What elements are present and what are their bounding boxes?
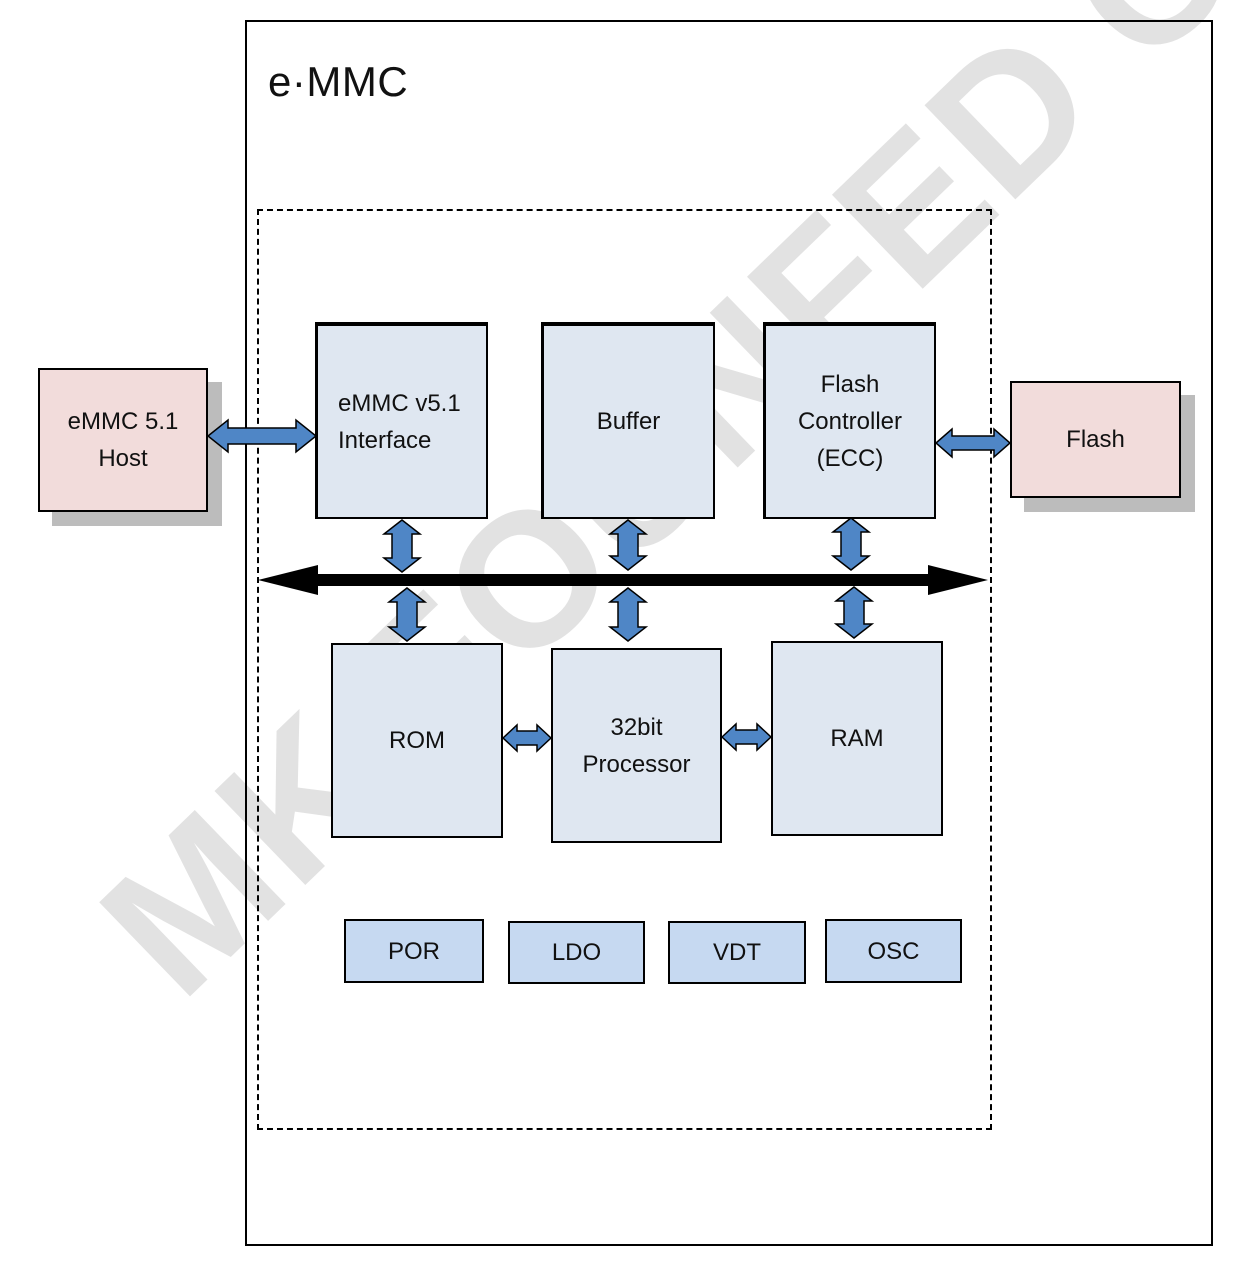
vdt-block: VDT [668, 921, 806, 984]
rom-block: ROM [331, 643, 503, 838]
processor-block: 32bit Processor [551, 648, 722, 843]
flash-controller-block: Flash Controller (ECC) [763, 322, 936, 519]
controller-flash-arrow [934, 427, 1012, 459]
flash-block: Flash [1010, 381, 1181, 498]
rom-processor-arrow [501, 723, 553, 753]
interface-block: eMMC v5.1 Interface [315, 322, 488, 519]
por-block: POR [344, 919, 484, 983]
ram-block: RAM [771, 641, 943, 836]
bus-processor-arrow [607, 587, 649, 642]
processor-ram-arrow [720, 722, 773, 752]
controller-boundary [257, 209, 992, 1130]
emmc-title: e·MMC [268, 58, 409, 105]
interface-bus-arrow [381, 519, 423, 573]
osc-block: OSC [825, 919, 962, 983]
host-block: eMMC 5.1 Host [38, 368, 208, 512]
system-bus-arrow [258, 565, 988, 595]
emmc-package-frame [245, 20, 1213, 1246]
buffer-block: Buffer [541, 322, 715, 519]
buffer-bus-arrow [607, 519, 649, 571]
bus-ram-arrow [833, 586, 875, 639]
controller-bus-arrow [830, 517, 872, 571]
bus-rom-arrow [386, 587, 428, 642]
host-interface-arrow [206, 418, 318, 454]
ldo-block: LDO [508, 921, 645, 984]
